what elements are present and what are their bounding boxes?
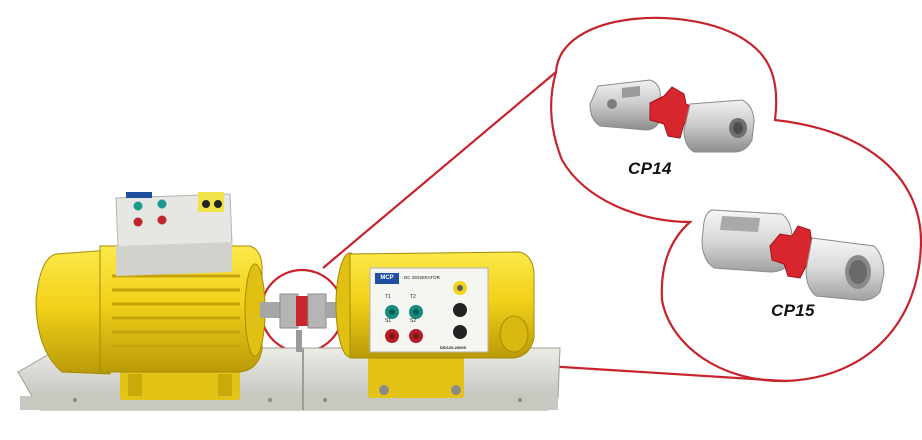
coupling-label-cp14: CP14 — [628, 159, 672, 178]
motor-icon — [35, 192, 282, 400]
terminal-label-t2: T2 — [410, 294, 416, 300]
model-code: DS/120-20005 — [440, 345, 466, 350]
terminal-label-t1: T1 — [385, 294, 391, 300]
terminal-label-s2: S2 — [410, 318, 417, 324]
panel-title: DC GENERATOR — [404, 275, 440, 280]
shaft-coupling-icon — [279, 293, 344, 352]
brand-logo: MCP — [375, 273, 399, 284]
coupling-cp14-icon — [589, 79, 755, 153]
terminal-label-s1: S1 — [385, 318, 392, 324]
coupling-cp15-icon — [701, 209, 885, 301]
coupling-label-cp15: CP15 — [771, 301, 815, 320]
